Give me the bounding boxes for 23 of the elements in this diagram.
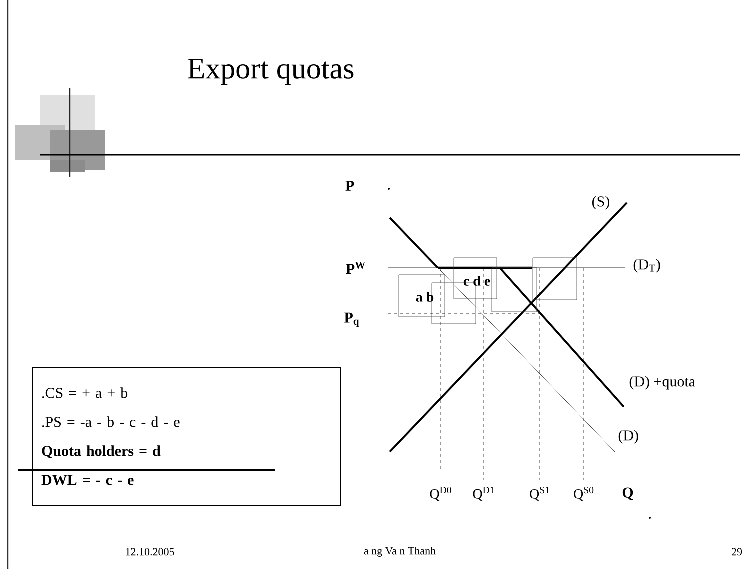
- summary-line: DWL = - c - e: [42, 475, 134, 486]
- curve-label: (D$_{T}$): [634, 259, 660, 273]
- page-number: 29: [732, 548, 742, 556]
- summary-box: [32, 366, 341, 506]
- curve-label: (D) +quota: [630, 376, 696, 390]
- summary-line: Quota holders = d: [42, 446, 161, 458]
- area-letters: c d e: [464, 276, 490, 286]
- summary-line: .CS = + a + b: [42, 388, 128, 398]
- quantity-label: Q$^{S1}$: [530, 487, 550, 501]
- slide-title: Export quotas: [188, 58, 354, 85]
- price-label: P$^{W}$: [346, 262, 366, 274]
- summary-line: .PS = -a - b - c - d - e: [42, 416, 180, 428]
- area-letters: a b: [416, 292, 434, 302]
- price-label: P$_{q}$: [344, 312, 360, 328]
- footer-author: a ng Va n Thanh: [364, 547, 436, 557]
- quantity-label: Q$^{D1}$: [473, 487, 494, 501]
- axis-label: P: [346, 181, 354, 191]
- quantity-label: Q$^{S0}$: [574, 486, 594, 501]
- quantity-label: Q$^{D0}$: [430, 486, 452, 501]
- axis-label: Q: [622, 488, 634, 500]
- footer-date: 12.10.2005: [126, 548, 174, 556]
- curve-label: (D): [618, 430, 638, 444]
- curve-label: (S): [592, 196, 610, 210]
